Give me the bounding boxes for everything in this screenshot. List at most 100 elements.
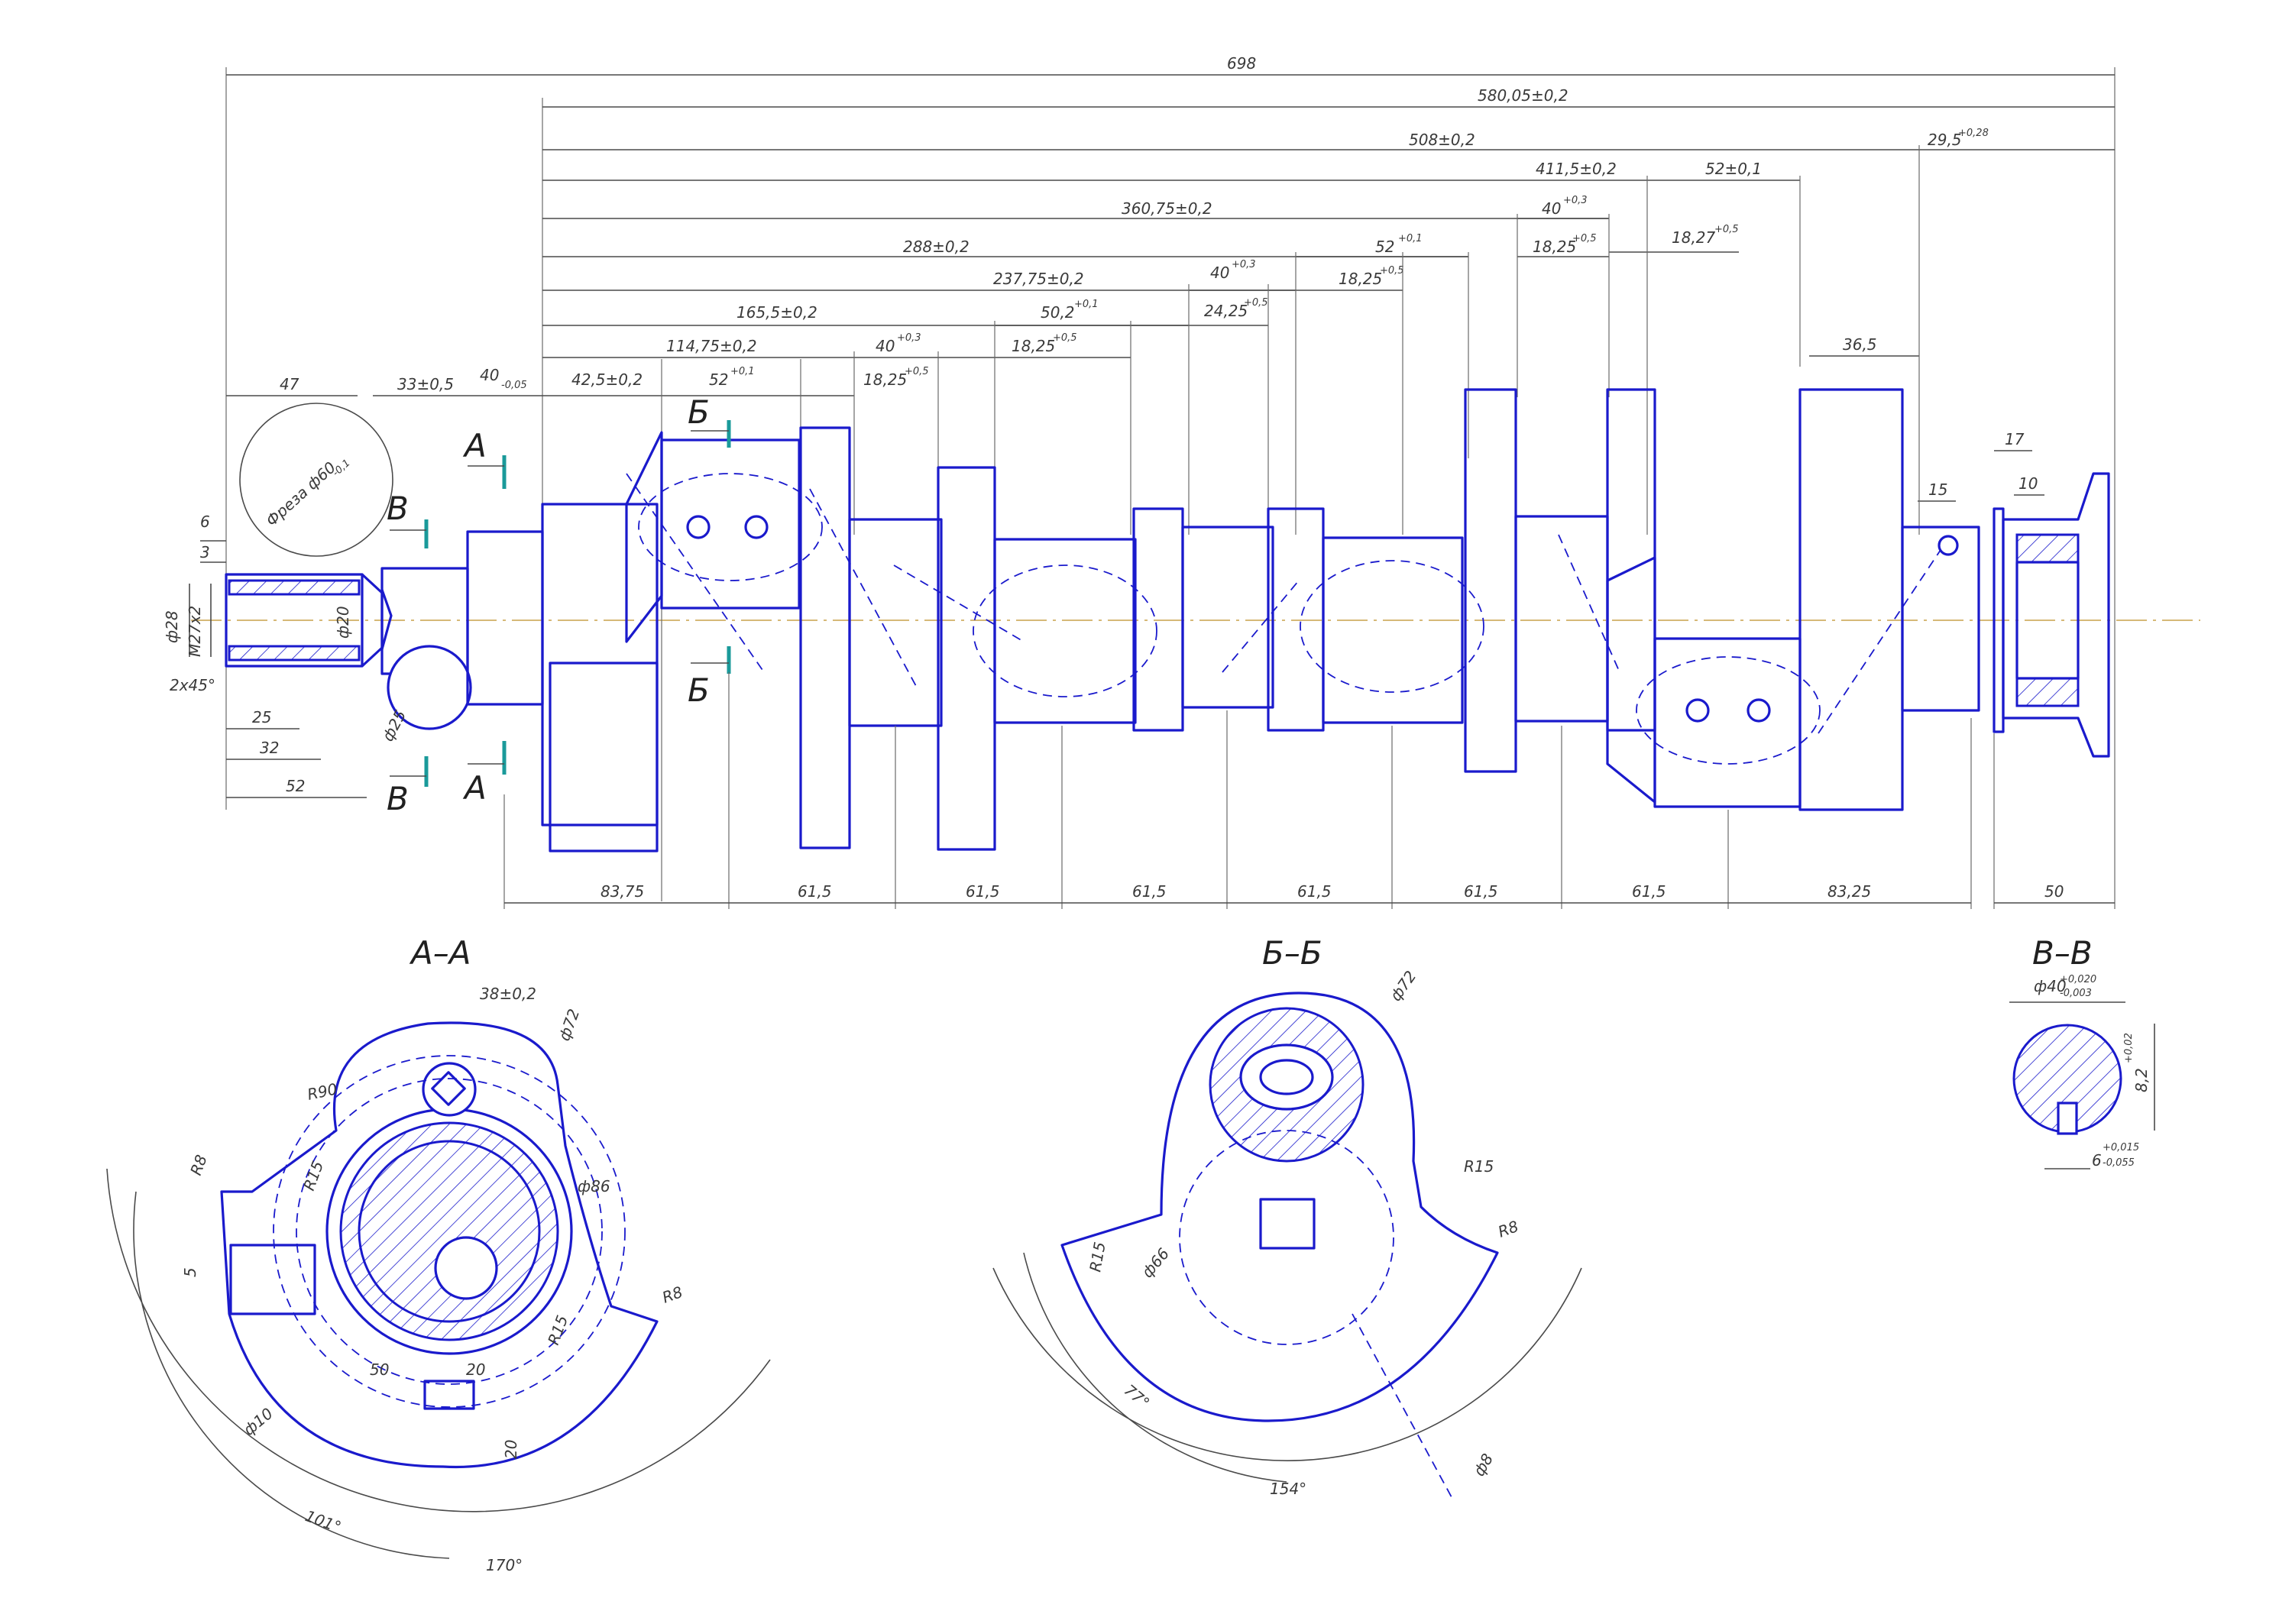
bb-r15a: R15 <box>1464 1157 1494 1176</box>
section-bb-title: Б–Б <box>1262 934 1322 972</box>
aa-20b: 20 <box>502 1440 520 1459</box>
svg-text:+0,28: +0,28 <box>1958 128 1989 139</box>
svg-text:+0,5: +0,5 <box>1244 297 1268 309</box>
svg-text:+0,1: +0,1 <box>730 366 755 377</box>
chain-2: 61,5 <box>966 882 1000 901</box>
dim-288: 288±0,2 <box>903 238 970 256</box>
flange <box>2002 472 2110 758</box>
counterweight <box>1798 388 1904 811</box>
vv-6: 6 <box>2092 1151 2102 1169</box>
crankpin-1 <box>660 438 801 610</box>
svg-text:+0,5: +0,5 <box>905 366 929 377</box>
svg-text:+0,5: +0,5 <box>1572 233 1597 244</box>
dim-114-75: 114,75±0,2 <box>666 337 757 355</box>
svg-text:+0,1: +0,1 <box>1074 299 1099 310</box>
aa-r15b: R15 <box>544 1313 571 1347</box>
svg-text:-0,055: -0,055 <box>2103 1157 2135 1169</box>
dim-360-75: 360,75±0,2 <box>1122 199 1212 218</box>
web-6 <box>1464 388 1517 773</box>
dim-10: 10 <box>2018 474 2038 493</box>
svg-text:+0,015: +0,015 <box>2103 1142 2139 1153</box>
label-m27: М27х2 <box>186 606 204 657</box>
web-1 <box>541 503 659 827</box>
dim-42-5: 42,5±0,2 <box>571 370 643 389</box>
label-3: 3 <box>200 543 210 561</box>
label-d28: ф28 <box>163 610 181 643</box>
svg-text:+0,5: +0,5 <box>1714 224 1739 235</box>
dim-17: 17 <box>2005 430 2025 448</box>
bb-77: 77° <box>1121 1380 1154 1412</box>
svg-text:+0,5: +0,5 <box>1053 332 1077 344</box>
section-vv: В–В ф40 +0,020 -0,003 8,2 +0,02 6 +0,015… <box>2009 934 2155 1169</box>
aa-r8a: R8 <box>186 1152 211 1177</box>
chain-3: 61,5 <box>1132 882 1167 901</box>
web-3 <box>937 466 996 851</box>
section-aa-title: А–А <box>409 934 471 972</box>
bb-d66: ф66 <box>1138 1244 1173 1281</box>
web-4 <box>1132 507 1184 732</box>
dim-580: 580,05±0,2 <box>1478 86 1568 105</box>
aa-170: 170° <box>486 1556 523 1574</box>
main-journal-2 <box>1181 526 1274 709</box>
main-journal-3 <box>1514 515 1609 723</box>
crankshaft-body <box>466 388 2110 852</box>
svg-text:+0,3: +0,3 <box>1232 259 1256 270</box>
vv-8-2: 8,2 <box>2132 1068 2151 1092</box>
aa-101: 101° <box>303 1506 343 1536</box>
chain-7: 83,25 <box>1827 882 1871 901</box>
front-journal <box>466 530 544 706</box>
web-5 <box>1267 507 1325 732</box>
bb-d8: ф8 <box>1470 1451 1497 1480</box>
cutter-circle <box>239 403 393 557</box>
aa-50: 50 <box>370 1360 389 1379</box>
dim-50-2: 50,2 <box>1041 303 1075 322</box>
dim-18-25-c: 18,25 <box>1339 270 1382 288</box>
cutting-markers: А А Б Б В В <box>387 393 731 817</box>
chain-0: 83,75 <box>601 882 644 901</box>
svg-text:+0,1: +0,1 <box>1398 233 1423 244</box>
bb-r15b: R15 <box>1086 1241 1109 1273</box>
label-25: 25 <box>252 708 271 726</box>
dim-52-d: 52 <box>709 370 728 389</box>
dim-40-c: 40 <box>876 337 895 355</box>
dim-165-5: 165,5±0,2 <box>736 303 817 322</box>
dim-18-27: 18,27 <box>1672 228 1716 247</box>
bb-154: 154° <box>1270 1480 1306 1498</box>
dim-47: 47 <box>280 375 299 393</box>
dim-18-25-d: 18,25 <box>1012 337 1055 355</box>
bb-r8: R8 <box>1496 1217 1521 1241</box>
aa-d72: ф72 <box>555 1007 583 1043</box>
aa-d10: ф10 <box>240 1404 277 1439</box>
left-end-geometry: Фреза ф60 -0,1 ф25 6 3 ф28 М27х2 ф20 2х4… <box>163 403 472 798</box>
section-vv-title: В–В <box>2032 934 2093 972</box>
dim-40-b: 40 <box>1210 264 1229 282</box>
svg-text:+0,02: +0,02 <box>2123 1033 2135 1063</box>
cut-V-bottom: В <box>387 780 409 817</box>
dim-18-25-e: 18,25 <box>863 370 907 389</box>
cut-V-top: В <box>387 490 409 527</box>
svg-text:+0,020: +0,020 <box>2060 974 2096 985</box>
bottom-dimension-chain: 83,75 61,5 61,5 61,5 61,5 61,5 61,5 83,2… <box>503 672 2115 909</box>
svg-text:-0,05: -0,05 <box>501 380 527 391</box>
aa-d86: ф86 <box>578 1177 610 1195</box>
main-journal-1 <box>848 518 943 727</box>
crankpin-2 <box>993 538 1137 724</box>
svg-text:+0,5: +0,5 <box>1380 265 1404 277</box>
cut-B-bottom: Б <box>688 671 710 709</box>
aa-5: 5 <box>181 1267 199 1277</box>
cut-A-top: А <box>462 427 487 464</box>
dim-508: 508±0,2 <box>1409 131 1475 149</box>
section-aa: А–А 38±0,2 ф72 R90 R8 R15 ф86 5 R8 R15 5… <box>106 934 771 1574</box>
aa-r15a: R15 <box>299 1159 327 1193</box>
dim-24-25: 24,25 <box>1204 302 1248 320</box>
aa-20a: 20 <box>466 1360 485 1379</box>
cut-B-top: Б <box>688 393 710 431</box>
chain-1: 61,5 <box>798 882 832 901</box>
dim-52-c: 52 <box>1375 238 1394 256</box>
svg-text:-0,003: -0,003 <box>2060 988 2092 999</box>
label-d20: ф20 <box>334 606 352 639</box>
dim-36-5: 36,5 <box>1843 335 1877 354</box>
chain-6: 61,5 <box>1632 882 1666 901</box>
